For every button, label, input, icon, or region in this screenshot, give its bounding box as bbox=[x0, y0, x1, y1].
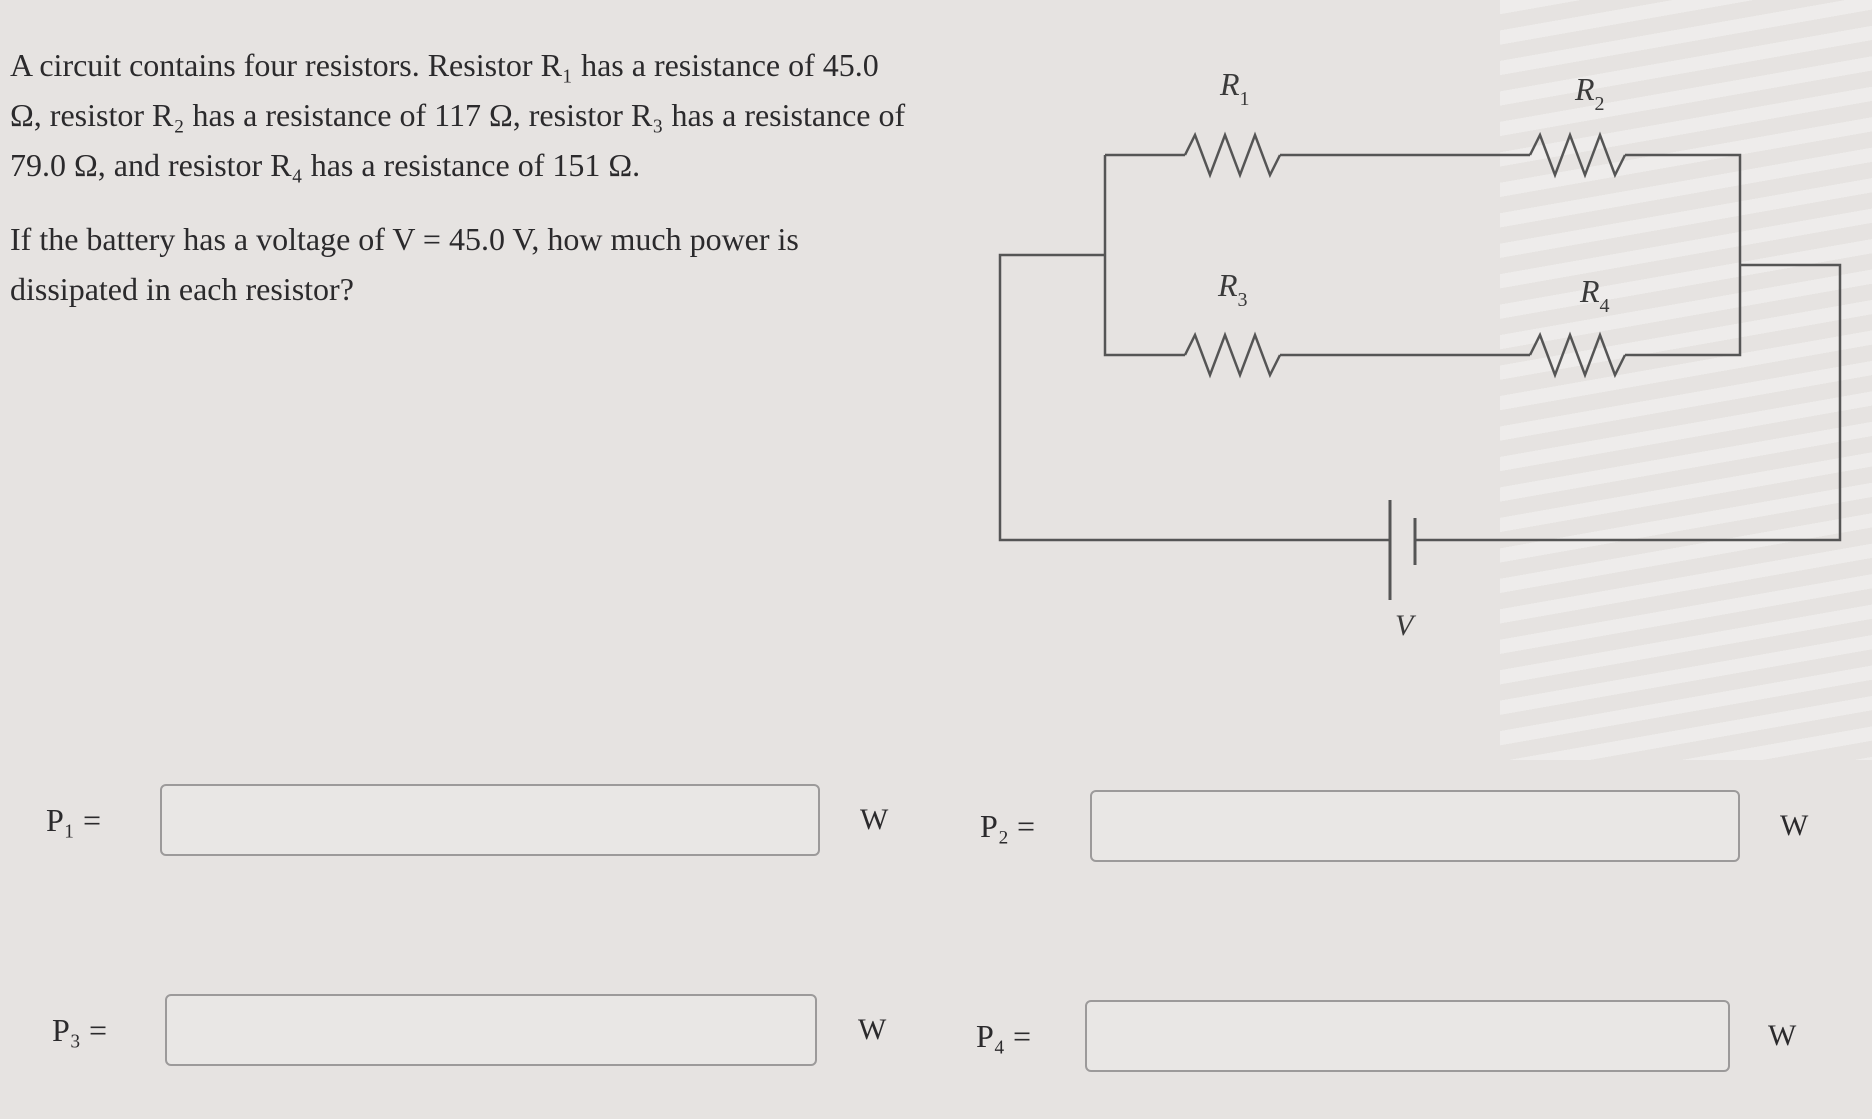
answer-row-p1: P₁ = W bbox=[0, 780, 930, 860]
r2-label: R2 bbox=[1574, 71, 1605, 115]
answer-label-p1: P₁ = bbox=[46, 802, 101, 838]
circuit-svg: R1 R2 R3 R4 V bbox=[998, 66, 1842, 642]
answer-unit-p3: W bbox=[858, 1013, 887, 1046]
wire-outer-left bbox=[998, 253, 1390, 542]
r3-label: R3 bbox=[1217, 267, 1248, 311]
resistor-r4-zigzag bbox=[1528, 331, 1627, 379]
answer-input-p4[interactable] bbox=[1085, 1000, 1730, 1072]
answer-row-p2: P₂ = W bbox=[930, 786, 1872, 866]
answer-unit-p4: W bbox=[1768, 1019, 1797, 1052]
problem-statement: A circuit contains four resistors. Resis… bbox=[10, 40, 910, 338]
r4-label: R4 bbox=[1579, 273, 1610, 317]
circuit-diagram: R1 R2 R3 R4 V bbox=[960, 40, 1860, 660]
answer-row-p4: P₄ = W bbox=[930, 996, 1872, 1076]
wire-outer-right bbox=[1415, 263, 1842, 542]
answer-row-p3: P₃ = W bbox=[0, 990, 930, 1070]
resistor-r1-zigzag bbox=[1183, 131, 1282, 179]
problem-paragraph-2: If the battery has a voltage of V = 45.0… bbox=[10, 221, 799, 307]
resistor-r2-zigzag bbox=[1528, 131, 1627, 179]
answer-unit-p2: W bbox=[1780, 809, 1809, 842]
answer-label-p4: P₄ = bbox=[976, 1018, 1031, 1054]
answer-unit-p1: W bbox=[860, 803, 889, 836]
wire-top-right bbox=[1625, 153, 1742, 280]
r1-label: R1 bbox=[1219, 66, 1250, 110]
battery-label: V bbox=[1395, 609, 1417, 642]
wire-mid-right bbox=[1625, 280, 1742, 357]
answer-input-p1[interactable] bbox=[160, 784, 820, 856]
problem-paragraph-1: A circuit contains four resistors. Resis… bbox=[10, 47, 906, 183]
answer-input-p3[interactable] bbox=[165, 994, 817, 1066]
answer-label-p2: P₂ = bbox=[980, 808, 1035, 844]
answer-input-p2[interactable] bbox=[1090, 790, 1740, 862]
wire-mid-left bbox=[1103, 255, 1185, 357]
resistor-r3-zigzag bbox=[1183, 331, 1282, 379]
answer-label-p3: P₃ = bbox=[52, 1012, 107, 1048]
